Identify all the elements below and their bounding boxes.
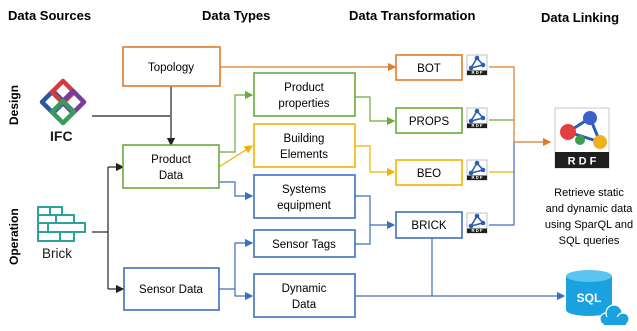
label-building-elements-2: Elements: [280, 149, 328, 161]
connector-sensor-tags: [219, 238, 254, 290]
linking-note-line-3: using SparQL and: [545, 219, 633, 231]
rdf-linking-icon: R D F: [554, 107, 610, 169]
header-data-types: Data Types: [202, 8, 270, 23]
connector-product-properties: [219, 90, 254, 153]
label-product-properties-2: properties: [278, 98, 329, 110]
label-dynamic-data-1: Dynamic: [282, 283, 327, 295]
label-product-properties-1: Product: [284, 82, 324, 94]
label-building-elements-1: Building: [284, 133, 325, 145]
rdf-icon-beo: [466, 159, 488, 181]
box-props: [395, 107, 463, 134]
header-data-linking: Data Linking: [541, 10, 619, 25]
label-systems-equipment-1: Systems: [282, 184, 326, 196]
label-product-data-1: Product: [151, 154, 191, 166]
connector-building-elements: [218, 145, 254, 168]
box-sensor-tags: [253, 229, 356, 258]
brick-logo: Brick: [37, 206, 86, 261]
box-bot: [395, 54, 463, 81]
rdf-icon-props: [466, 107, 488, 129]
label-dynamic-data-2: Data: [292, 299, 317, 311]
sql-database-icon: SQL: [566, 270, 630, 326]
linking-note-line-2: and dynamic data: [546, 203, 634, 215]
svg-text:SQL: SQL: [577, 291, 602, 305]
linking-note-line-4: SQL queries: [559, 235, 620, 247]
side-label-design: Design: [7, 85, 21, 125]
box-dynamic-data: [253, 273, 356, 318]
svg-text:R D F: R D F: [568, 156, 597, 168]
label-product-data-2: Data: [159, 170, 184, 182]
label-beo: BEO: [417, 168, 441, 180]
connector-properties-props: [355, 96, 396, 126]
rdf-icon-bot: [466, 54, 488, 76]
box-brick: [395, 211, 463, 239]
box-beo: [395, 159, 463, 186]
label-sensor-tags: Sensor Tags: [272, 239, 336, 251]
connector-systems-brick: [355, 195, 396, 230]
svg-text:Brick: Brick: [42, 246, 72, 261]
connector-bot-rdf: [489, 66, 552, 147]
side-label-operation: Operation: [7, 208, 21, 265]
box-product-data: [122, 144, 220, 189]
connector-dynamic-data: [234, 289, 254, 301]
rdf-icon-brick: [466, 212, 488, 234]
box-building-elements: [253, 123, 356, 168]
connector-elements-beo: [355, 145, 396, 177]
label-sensor-data: Sensor Data: [139, 284, 204, 296]
ifc-logo: IFC: [39, 78, 87, 144]
connector-systems-equipment: [219, 181, 254, 201]
box-topology: [122, 46, 221, 87]
box-product-properties: [253, 72, 356, 117]
connector-tags-brick: [355, 225, 371, 245]
label-bot: BOT: [417, 63, 441, 75]
label-topology: Topology: [148, 62, 194, 74]
box-sensor-data: [123, 267, 220, 311]
label-brick: BRICK: [411, 220, 446, 232]
label-props: PROPS: [409, 116, 450, 128]
linking-note-line-1: Retrieve static: [554, 187, 624, 199]
svg-text:IFC: IFC: [50, 128, 73, 144]
label-systems-equipment-2: equipment: [277, 200, 332, 212]
header-data-sources: Data Sources: [8, 8, 91, 23]
box-systems-equipment: [253, 174, 356, 219]
header-data-transformation: Data Transformation: [349, 8, 475, 23]
connector-brick-rdf: [489, 142, 515, 226]
